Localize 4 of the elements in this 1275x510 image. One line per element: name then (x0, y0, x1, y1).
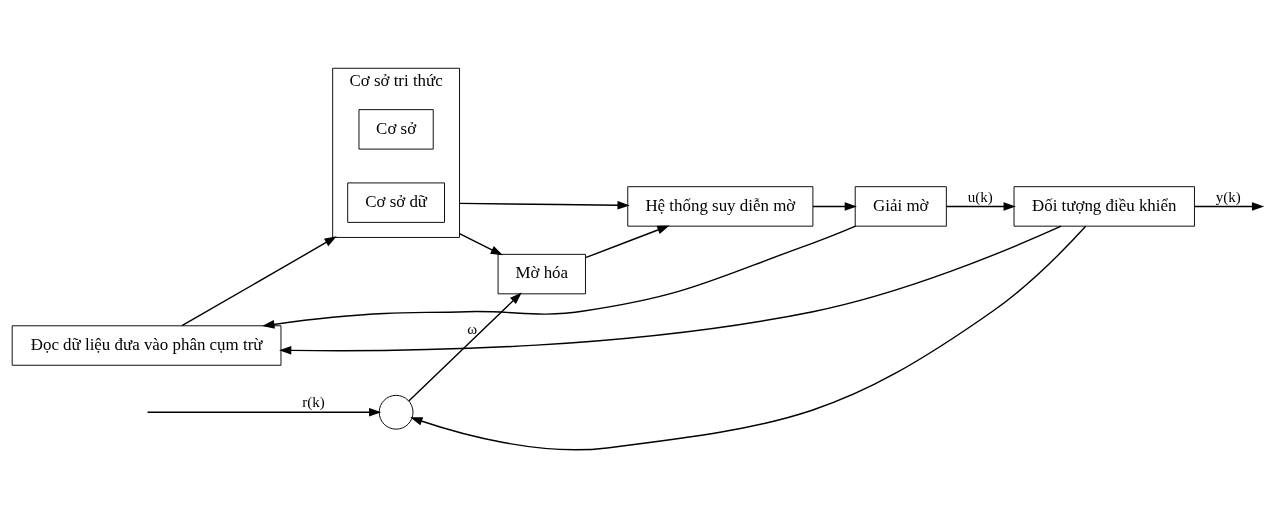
edge-label: r(k) (302, 393, 325, 410)
edge-label: ω (467, 320, 478, 337)
edge-label: u(k) (967, 188, 993, 205)
edge-label: y(k) (1215, 188, 1241, 205)
